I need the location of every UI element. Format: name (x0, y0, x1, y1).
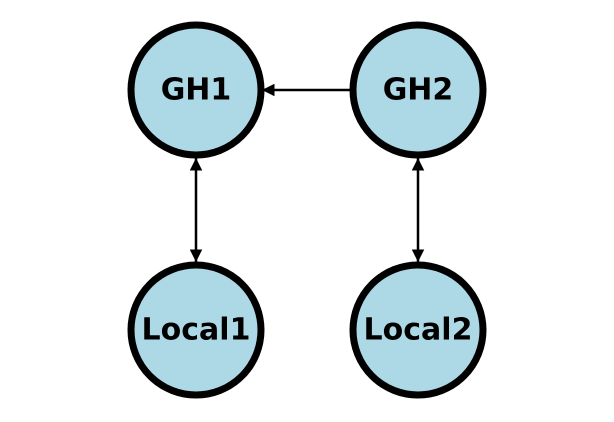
node-gh2-label: GH2 (383, 73, 454, 108)
node-local1-label: Local1 (142, 313, 251, 348)
node-local2: Local2 (349, 261, 487, 399)
node-local2-circle (349, 261, 487, 399)
node-gh2-circle (349, 21, 487, 159)
node-gh1: GH1 (127, 21, 265, 159)
node-gh1-label: GH1 (161, 73, 232, 108)
node-local2-label: Local2 (364, 313, 473, 348)
node-local1-circle (127, 261, 265, 399)
node-gh1-circle (127, 21, 265, 159)
node-gh2: GH2 (349, 21, 487, 159)
node-local1: Local1 (127, 261, 265, 399)
